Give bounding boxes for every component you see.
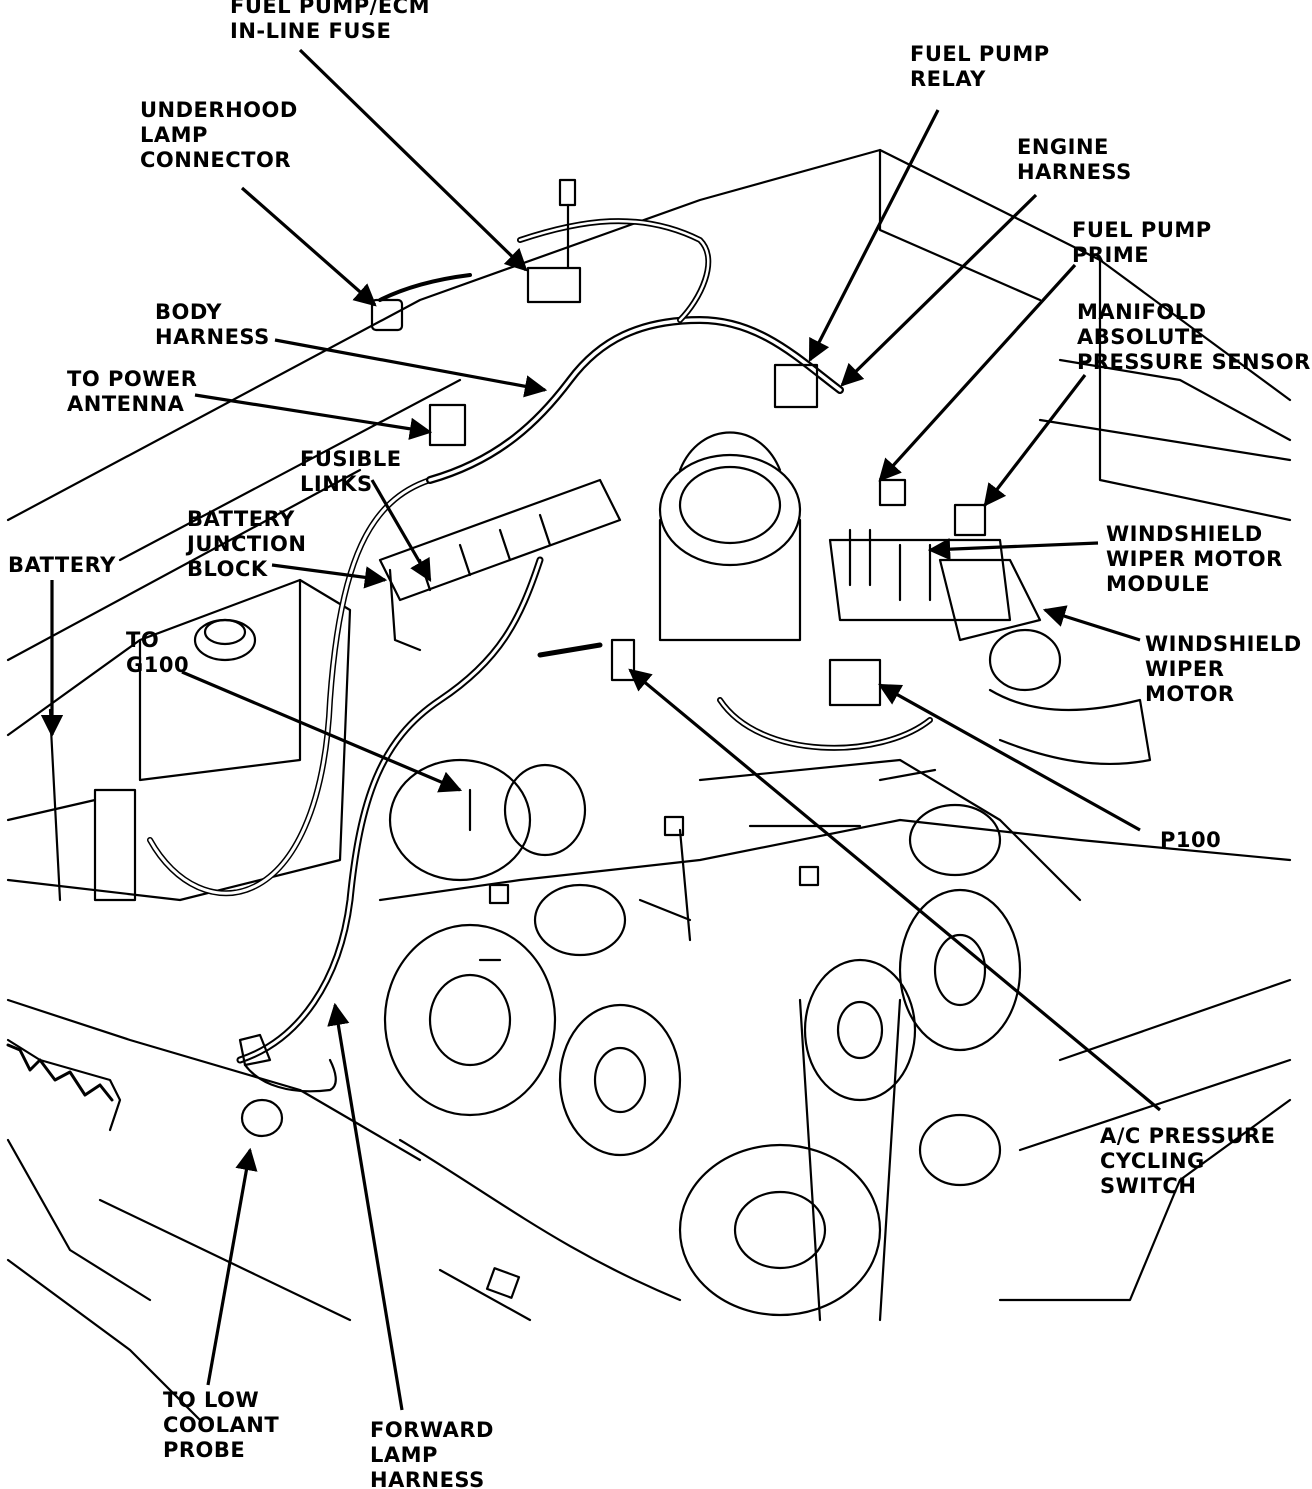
leader-low-coolant-probe xyxy=(206,1147,258,1386)
leader-fuel-pump-relay xyxy=(808,109,940,362)
leader-ac-pressure-switch xyxy=(628,668,1162,1112)
label-battery: BATTERY xyxy=(8,553,116,577)
label-forward-lamp-harness: FORWARD LAMP HARNESS xyxy=(370,1418,494,1489)
leader-wiper-motor xyxy=(1042,605,1141,642)
leader-fusible-links xyxy=(370,479,432,582)
leader-fuel-pump-prime xyxy=(878,263,1077,482)
leader-wiper-motor-module xyxy=(927,537,1099,561)
label-p100: P100 xyxy=(1160,828,1222,852)
label-wiper-motor-module: WINDSHIELD WIPER MOTOR MODULE xyxy=(1106,522,1283,596)
label-to-g100: TO G100 xyxy=(126,628,190,677)
leader-body-harness xyxy=(274,338,548,398)
label-fuel-pump-prime: FUEL PUMP PRIME xyxy=(1072,218,1212,267)
line-art xyxy=(6,148,1292,1422)
leader-map-sensor xyxy=(983,374,1087,507)
leader-fuel-pump-ecm-fuse xyxy=(298,48,528,272)
leader-battery-junction-block xyxy=(271,563,388,589)
label-battery-junction-block: BATTERY JUNCTION BLOCK xyxy=(187,507,307,581)
label-ac-pressure-switch: A/C PRESSURE CYCLING SWITCH xyxy=(1100,1124,1276,1198)
label-fusible-links: FUSIBLE LINKS xyxy=(300,447,402,496)
callout-leaders xyxy=(40,48,1162,1411)
label-wiper-motor: WINDSHIELD WIPER MOTOR xyxy=(1145,632,1302,706)
label-map-sensor: MANIFOLD ABSOLUTE PRESSURE SENSOR xyxy=(1077,300,1311,374)
leader-to-power-antenna xyxy=(194,393,433,440)
leader-forward-lamp-harness xyxy=(327,1002,404,1411)
leader-to-g100 xyxy=(181,670,463,793)
label-underhood-lamp-connector: UNDERHOOD LAMP CONNECTOR xyxy=(140,98,298,172)
label-body-harness: BODY HARNESS xyxy=(155,300,270,349)
battery-outline xyxy=(6,578,352,902)
label-low-coolant-probe: TO LOW COOLANT PROBE xyxy=(163,1388,280,1462)
leader-underhood-lamp-connector xyxy=(240,186,377,307)
label-engine-harness: ENGINE HARNESS xyxy=(1017,135,1132,184)
label-fuel-pump-ecm-fuse: FUEL PUMP/ECM IN-LINE FUSE xyxy=(230,0,430,43)
label-to-power-antenna: TO POWER ANTENNA xyxy=(67,367,198,416)
label-fuel-pump-relay: FUEL PUMP RELAY xyxy=(910,42,1050,91)
leader-engine-harness xyxy=(840,193,1038,387)
leader-p100 xyxy=(878,683,1141,832)
